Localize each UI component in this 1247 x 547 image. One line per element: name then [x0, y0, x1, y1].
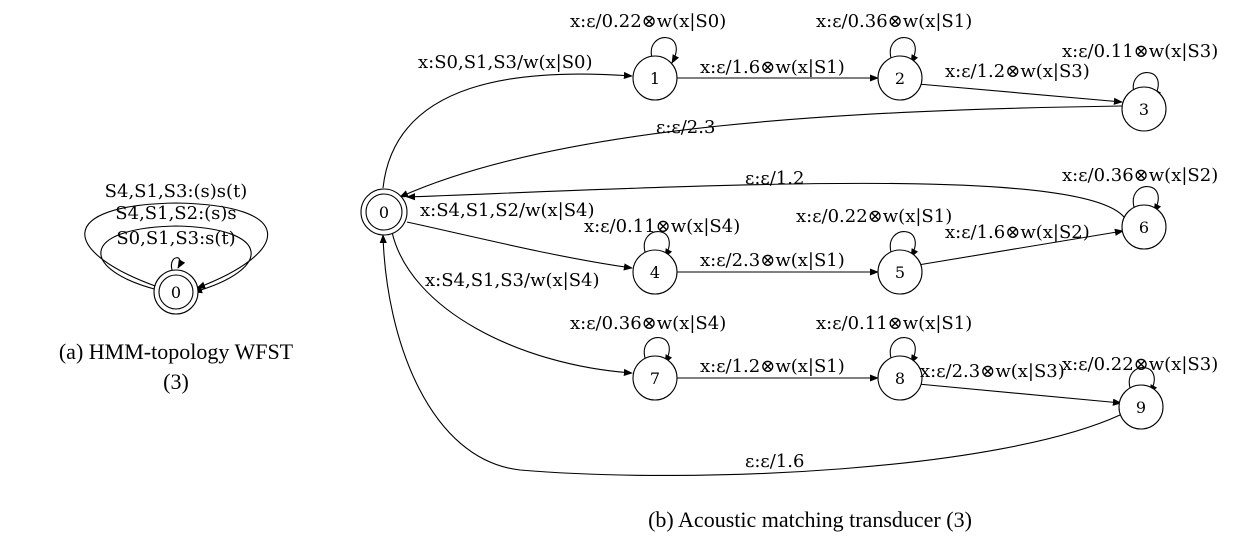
loop-label-8: x:ε/0.11⊗w(x|S1): [816, 313, 972, 334]
panel-a-arc-label-2: S4,S1,S2:(s)s: [115, 203, 236, 224]
node-8-label: 8: [895, 369, 905, 388]
node-2-label: 2: [895, 69, 905, 88]
loop-label-7: x:ε/0.36⊗w(x|S4): [570, 313, 726, 334]
loop-label-1: x:ε/0.22⊗w(x|S0): [570, 11, 726, 32]
self-loop-4: [643, 231, 673, 258]
arc-label-0-to-4-upper: x:S4,S1,S2/w(x|S4): [420, 200, 595, 221]
node-0-label: 0: [379, 203, 389, 222]
node-2: [877, 55, 923, 101]
node-9: [1118, 384, 1164, 430]
arc-0-to-1: [382, 71, 633, 189]
node-0-inner: [365, 193, 403, 231]
panel-a-arc-label-3: S0,S1,S3:s(t): [116, 228, 235, 249]
panel-a-arc-middle: [100, 225, 252, 294]
panel-b-caption: (b) Acoustic matching transducer (3): [648, 507, 972, 532]
arc-label-9-to-0: ε:ε/1.6: [745, 451, 804, 472]
arc-8-to-9: [917, 383, 1122, 406]
panel-a-node-0-label: 0: [171, 283, 181, 302]
node-3-label: 3: [1139, 100, 1149, 119]
arc-label-5-to-6: x:ε/1.6⊗w(x|S2): [945, 222, 1090, 243]
arc-0-to-7: [391, 231, 633, 377]
node-8: [877, 355, 923, 401]
self-loop-5: [889, 231, 919, 258]
arc-label-4-to-5: x:ε/2.3⊗w(x|S1): [700, 250, 845, 271]
arc-label-7-to-8: x:ε/1.2⊗w(x|S1): [700, 356, 845, 377]
self-loop-8: [889, 337, 919, 364]
node-6-label: 6: [1139, 218, 1149, 237]
node-9-label: 9: [1136, 398, 1146, 417]
panel-a-arc-inner: [170, 257, 186, 271]
arc-label-1-to-2: x:ε/1.6⊗w(x|S1): [700, 57, 845, 78]
self-loop-1: [650, 37, 680, 64]
panel-a-arc-label-1: S4,S1,S3:(s)s(t): [105, 181, 248, 202]
arc-label-6-to-0: ε:ε/1.2: [745, 168, 804, 189]
loop-label-9: x:ε/0.22⊗w(x|S3): [1062, 354, 1218, 375]
node-7: [632, 355, 678, 401]
self-loop-2: [889, 37, 919, 64]
arc-label-3-to-0: ε:ε/2.3: [656, 117, 715, 138]
panel-a-caption-line1: (a) HMM-topology WFST: [59, 339, 294, 364]
self-loop-9: [1128, 367, 1158, 394]
panel-a-node-0-inner: [158, 274, 194, 310]
node-4: [632, 249, 678, 295]
node-5-label: 5: [895, 263, 905, 282]
panel-a-caption-line2: (3): [163, 369, 189, 394]
panel-a-arc-outer: [84, 202, 269, 289]
arc-label-2-to-3: x:ε/1.2⊗w(x|S3): [945, 61, 1090, 82]
node-3: [1121, 86, 1167, 132]
self-loop-7: [643, 337, 673, 364]
self-loop-3: [1132, 72, 1162, 99]
loop-label-6: x:ε/0.36⊗w(x|S2): [1062, 165, 1218, 186]
arc-label-0-to-4-lower: x:S4,S1,S3/w(x|S4): [425, 270, 600, 291]
node-5: [877, 249, 923, 295]
arc-5-to-6: [917, 228, 1124, 266]
self-loop-6: [1132, 186, 1162, 213]
node-1: [632, 55, 678, 101]
loop-label-3: x:ε/0.11⊗w(x|S3): [1062, 41, 1218, 62]
arc-label-0-to-1: x:S0,S1,S3/w(x|S0): [418, 52, 593, 73]
loop-label-2: x:ε/0.36⊗w(x|S1): [816, 11, 972, 32]
arc-6-to-0: [406, 182, 1125, 218]
loop-label-4: x:ε/0.11⊗w(x|S4): [584, 216, 740, 237]
arc-9-to-0: [379, 234, 1121, 477]
loop-label-5: x:ε/0.22⊗w(x|S1): [796, 206, 952, 227]
arc-2-to-3: [917, 83, 1123, 105]
arc-3-to-0: [399, 105, 1123, 198]
node-1-label: 1: [650, 69, 660, 88]
panel-a-hmm-topology: 0 S4,S1,S3:(s)s(t) S4,S1,S2:(s)s S0,S1,S…: [59, 181, 294, 394]
node-4-label: 4: [650, 263, 660, 282]
panel-b-acoustic-transducer: 0 1 2 3 4 5 6 7 8 9 x:S0,S1,S3/w(x|S0) x…: [360, 11, 1218, 532]
node-7-label: 7: [650, 369, 660, 388]
node-6: [1121, 204, 1167, 250]
arc-label-8-to-9: x:ε/2.3⊗w(x|S3): [920, 361, 1065, 382]
arc-0-to-4-upper: [406, 221, 633, 271]
